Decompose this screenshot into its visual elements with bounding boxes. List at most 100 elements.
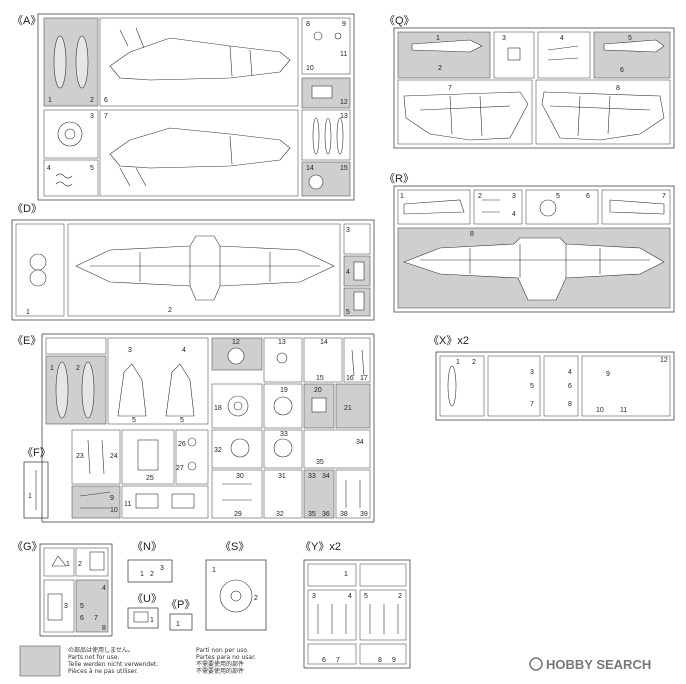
sprue-u-frame [127,607,159,629]
canopy-clear-hub [230,590,242,602]
sprue-s-label: 《S》 [220,540,249,553]
small-part [187,461,197,471]
part-number: 1 [400,193,404,200]
sprue-y-cell [359,643,407,665]
part-number: 10 [110,507,118,514]
drop-tank-half [81,361,95,419]
part-number: 5 [346,309,350,316]
part-number: 2 [78,561,82,568]
part-number: 6 [586,193,590,200]
lower-wing [75,235,335,301]
part-number: 9 [110,495,114,502]
sprue-r-cell [601,189,671,225]
sprue-e-cell [121,429,175,485]
sprue-d-cell [343,223,371,255]
exhaust-part [311,85,333,99]
lower-wing-right [541,91,665,141]
propeller-blade [312,117,320,155]
sprue-s-frame [205,559,267,631]
small-part [507,47,521,61]
part-number: 3 [512,193,516,200]
fuselage-half-left [109,37,291,81]
part-number: 7 [94,615,98,622]
part-number: 4 [346,269,350,276]
sprue-r-cell [473,189,523,225]
sprue-y-frame [303,559,411,669]
sprue-r: 《R》 1 2 3 4 5 6 7 8 [384,172,675,313]
small-part [482,199,500,213]
sprue-q-cell [397,79,533,145]
unused-parts-legend: の部品は使用しません。 Parts not for use. Teile wer… [19,645,256,677]
legend-text-cn: 不需要使用的部件 [196,660,244,668]
part-number: 13 [340,113,348,120]
canopy-part [411,39,483,53]
sprue-g-cell [43,547,75,577]
part-number: 4 [348,593,352,600]
sprue-e-cell [45,337,107,355]
part-number: 3 [160,565,164,572]
small-part [311,397,327,413]
part-number: 5 [80,603,84,610]
sprue-d-frame [11,219,375,321]
part-number: 4 [182,347,186,354]
sprue-p-frame [169,613,193,631]
sprue-e-cell [211,469,263,519]
part-number: 7 [448,85,452,92]
cowl-ring-inner [64,128,76,140]
sprue-q-cell [493,31,535,79]
part-number: 1 [66,561,70,568]
part-number: 12 [660,357,668,364]
engine-cylinders [273,396,293,416]
engine-face [227,347,245,365]
part-number: 36 [322,511,330,518]
part-number: 5 [556,193,560,200]
engine-part [308,174,324,190]
part-number: 33 [280,431,288,438]
propeller-blade [336,117,344,155]
landing-gear-part [87,439,105,475]
part-number: 1 [436,35,440,42]
part-number: 3 [90,113,94,120]
legend-text-it: Parti non per uso. [196,647,249,654]
part-number: 35 [316,459,324,466]
part-number: 3 [346,227,350,234]
small-part [313,31,323,41]
sprue-e: 《E》 1 2 3 4 5 5 12 13 14 15 16 17 18 19 [12,333,375,523]
part-number: 32 [214,447,222,454]
watermark-text: HOBBY SEARCH [546,657,651,672]
sprue-n-label: 《N》 [132,540,162,553]
part-number: 4 [47,165,51,172]
part-number: 4 [512,211,516,218]
sprue-r-label: 《R》 [384,172,414,185]
sprue-e-frame [41,333,375,523]
sprue-r-frame [393,185,675,313]
watermark-logo-icon [529,657,543,671]
part-number: 1 [140,571,144,578]
cockpit-floor [137,439,159,471]
small-part [351,349,365,377]
drop-tank-half [55,361,69,419]
sprue-d: 《D》 1 2 3 4 5 [11,202,375,321]
gear-part [539,199,557,217]
small-part [334,32,342,40]
small-part [353,261,365,281]
part-number: 2 [478,193,482,200]
sprue-y-cell [307,563,357,587]
part-number: 2 [254,595,258,602]
instrument-panel [135,493,159,509]
bomb-rack-parts [317,604,347,634]
sprue-e-cell-unused [303,469,335,519]
sprue-a-cell [43,159,99,197]
sprue-a-label: 《A》 [12,14,41,27]
part-number: 2 [76,365,80,372]
sprue-g-cell [75,547,109,577]
part-number: 12 [232,339,240,346]
legend-text-jp: の部品は使用しません。 [68,646,134,654]
sprue-x-frame [435,351,675,421]
sprue-e-cell [335,469,371,519]
sprue-e-cell [211,383,263,429]
part-number: 20 [314,387,322,394]
sprue-e-cell [263,383,303,429]
part-number: 8 [616,85,620,92]
